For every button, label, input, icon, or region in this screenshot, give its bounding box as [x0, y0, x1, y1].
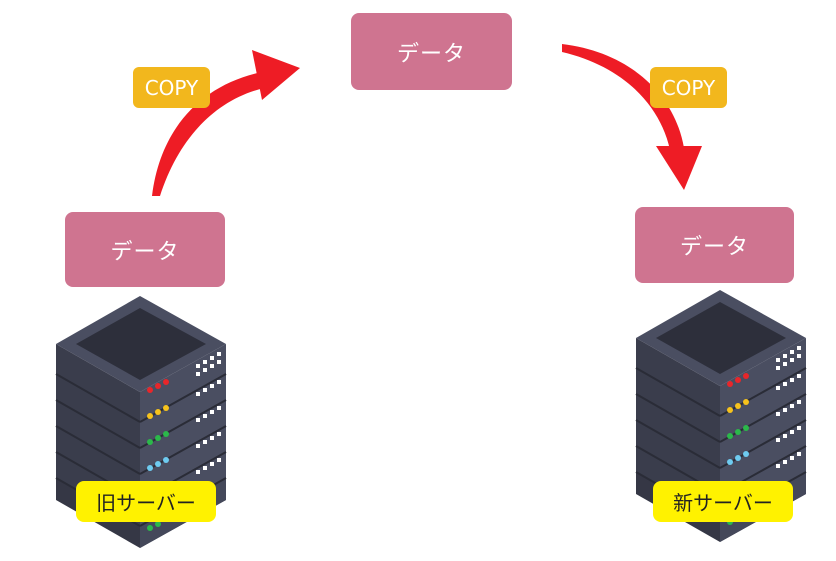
vent-grid	[196, 352, 221, 474]
data-box-old-server: データ	[65, 212, 225, 287]
server-label-text: 旧サーバー	[96, 491, 196, 515]
data-box-new-server: データ	[635, 207, 794, 283]
copy-tag-right: COPY	[650, 67, 727, 108]
copy-tag-label: COPY	[144, 75, 199, 100]
old-server-label: 旧サーバー	[76, 481, 216, 522]
server-label-text: 新サーバー	[673, 491, 773, 515]
copy-tag-label: COPY	[661, 75, 716, 100]
data-box-label: データ	[679, 235, 749, 260]
data-box-label: データ	[110, 239, 180, 265]
vent-grid	[776, 346, 801, 468]
copy-tag-left: COPY	[133, 67, 210, 108]
data-box-label: データ	[396, 41, 466, 67]
new-server-label: 新サーバー	[653, 481, 793, 522]
data-box-top: データ	[351, 13, 512, 90]
status-led-group	[147, 379, 169, 531]
